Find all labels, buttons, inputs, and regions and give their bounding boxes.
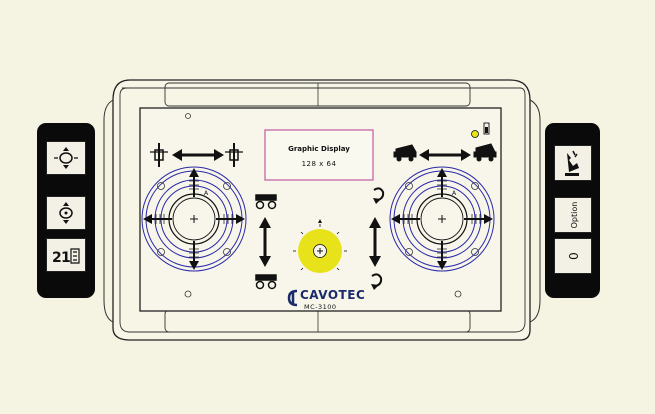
top-bumper [164,82,471,107]
tool-select-key[interactable]: 2 1 [46,238,86,272]
right-key-panel: Option 0 [545,123,600,298]
status-indicator-icon [471,130,479,138]
left-key-panel: 2 1 [37,123,95,298]
zero-key-face: 0 [567,252,581,260]
faceplate-screws [184,113,462,298]
crane-left-icon [150,143,168,167]
right-joystick-mark: A [452,190,457,197]
battery-icon [483,122,490,135]
carriage-bottom-icon [255,274,277,290]
hook-bottom-icon [371,273,383,290]
option-key[interactable]: Option [554,197,592,233]
zero-key[interactable]: 0 [554,238,592,274]
hand-tool-key[interactable] [554,145,592,181]
center-rotary-knob[interactable] [293,219,347,273]
tool-select-icon: 2 1 [52,248,80,266]
cavotec-logo-icon [287,289,298,307]
vehicle-right-icon [473,143,497,162]
svg-text:1: 1 [61,250,71,266]
carriage-top-icon [255,194,277,210]
vertical-arrow-right [369,217,381,267]
option-key-face: Option [570,202,579,229]
rotate-horizontal-icon [59,202,73,224]
option-label: Option [570,202,579,229]
hook-top-icon [373,187,385,204]
horizontal-arrow-left [172,149,224,161]
vehicle-left-icon [393,144,417,162]
rotate-vertical-key[interactable] [46,141,86,175]
rotate-vertical-icon [54,147,78,169]
hand-tool-icon [565,150,579,176]
zero-label: 0 [567,252,581,260]
rotate-horizontal-key[interactable] [46,196,86,230]
display-line-1: Graphic Display [288,145,350,153]
left-joystick[interactable]: A [141,166,247,272]
brand-name: CAVOTEC [300,288,366,302]
crane-right-icon [225,143,243,167]
graphic-display [264,129,374,181]
display-line-2: 128 x 64 [301,160,337,168]
right-joystick[interactable]: A [389,166,495,272]
svg-text:2: 2 [52,250,62,266]
model-name: MC-3100 [304,303,337,311]
horizontal-arrow-right [419,149,471,161]
left-joystick-mark: A [204,190,209,197]
vertical-arrow-left [259,217,271,267]
